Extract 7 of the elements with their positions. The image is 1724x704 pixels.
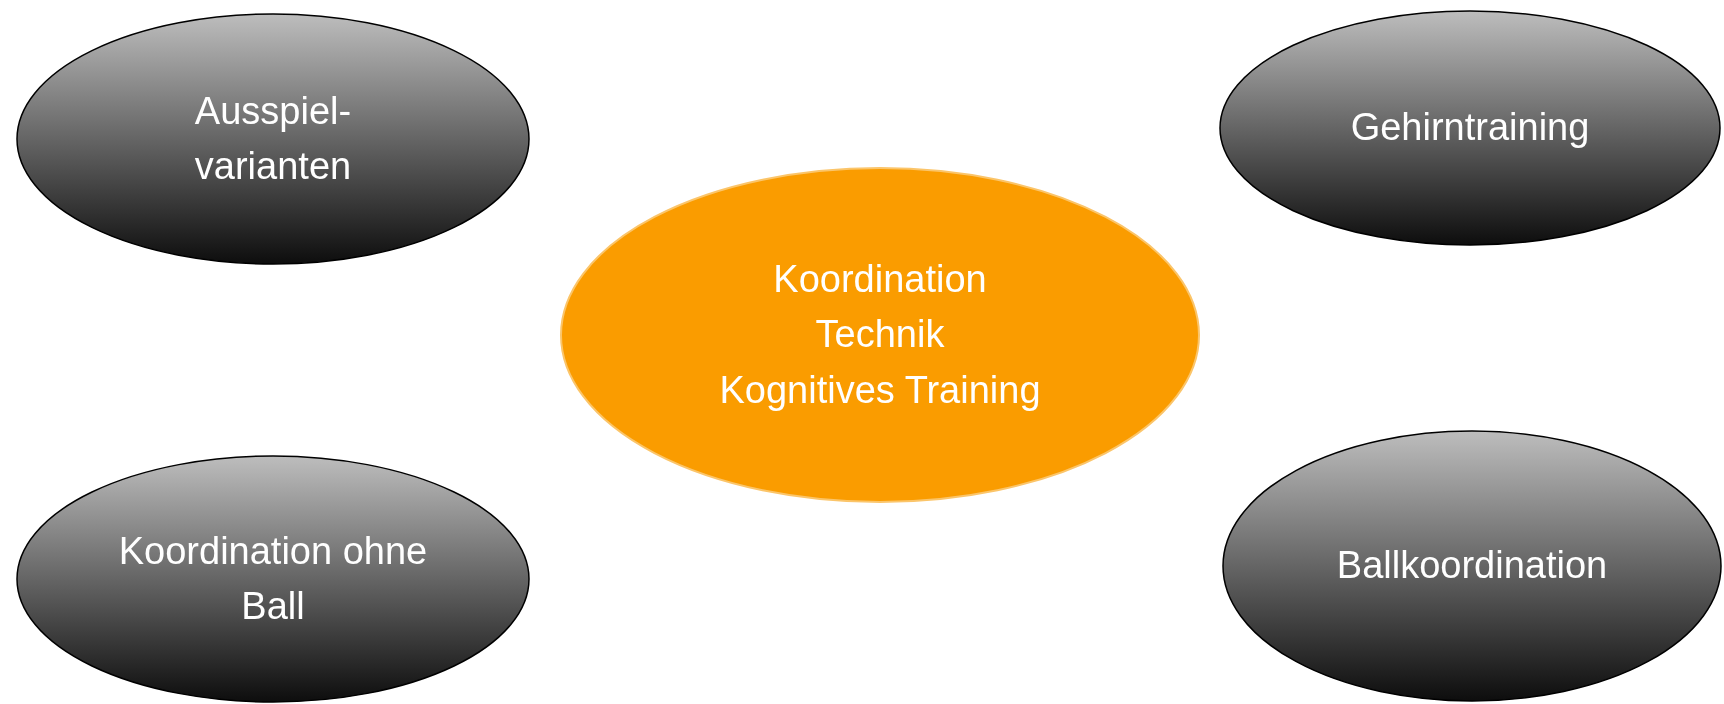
node-label: Gehirntraining <box>1349 105 1591 151</box>
node-label: Ausspiel- varianten <box>193 88 353 189</box>
node-label: Technik <box>814 312 946 358</box>
node-label: Koordination ohne Ball <box>117 528 429 629</box>
node-label: Ballkoordination <box>1335 543 1609 589</box>
node-label: Kognitives Training <box>718 367 1042 413</box>
node-label: Koordination <box>772 257 988 303</box>
